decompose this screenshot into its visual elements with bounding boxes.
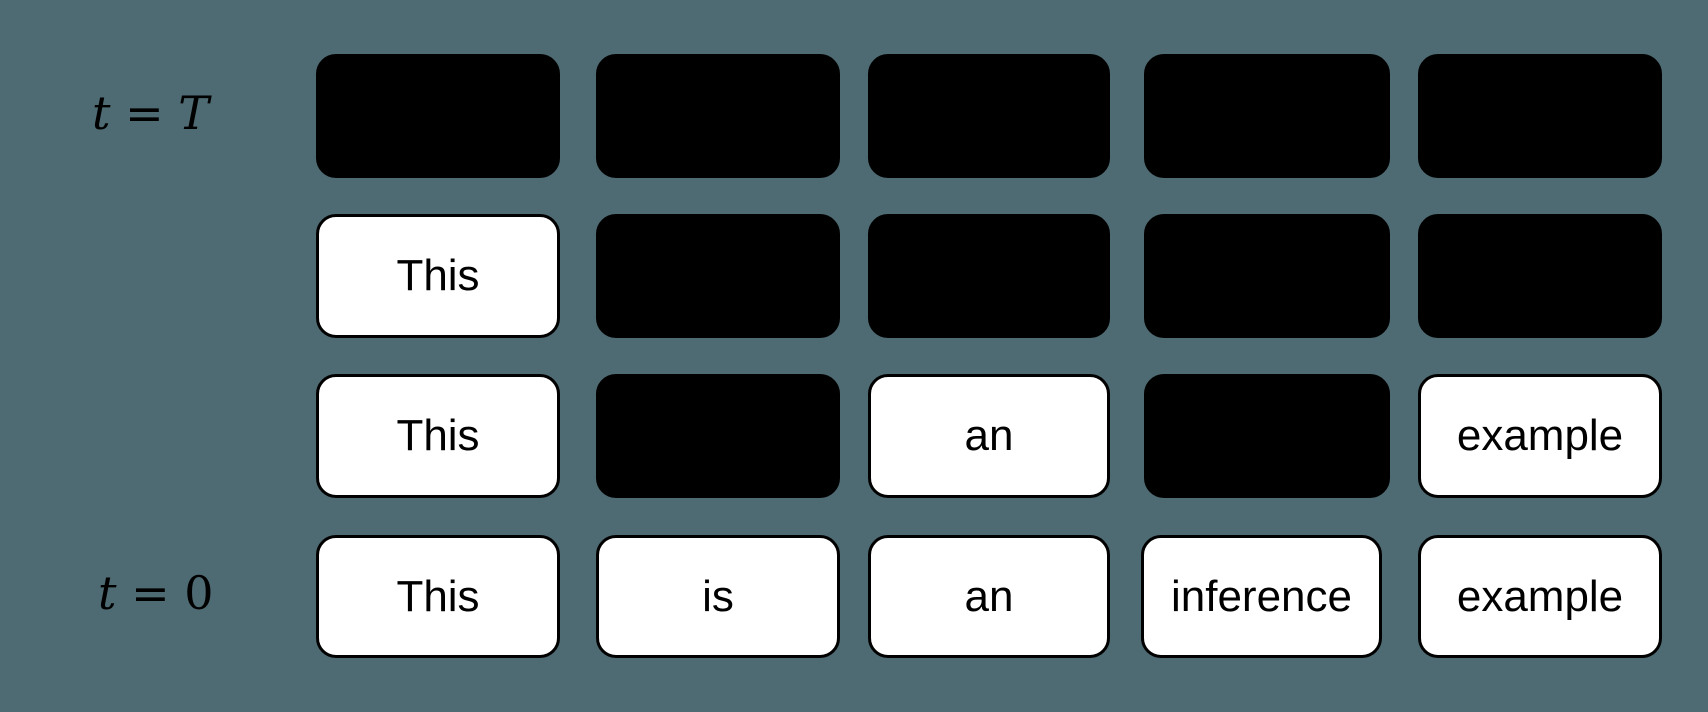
token-text: example [1456, 411, 1624, 460]
equals-sign: = [125, 86, 164, 140]
token-box: This [316, 374, 560, 498]
masked-token [1144, 374, 1390, 498]
token-text: This [396, 571, 480, 621]
masked-token [596, 54, 840, 178]
token-text: This [396, 251, 480, 300]
masked-token [868, 54, 1110, 178]
token-text: example [1456, 571, 1624, 621]
token-text: an [964, 411, 1014, 460]
token-box: inference [1141, 535, 1382, 658]
masked-token [596, 214, 840, 338]
masked-token [1144, 214, 1390, 338]
time-variable: t [92, 86, 111, 140]
token-text: is [702, 571, 734, 621]
token-box: example [1418, 535, 1662, 658]
step-label-bottom: t = 0 [98, 566, 214, 620]
token-text: an [964, 571, 1014, 621]
token-box: is [596, 535, 840, 658]
token-text: This [396, 411, 480, 460]
masked-token [1418, 54, 1662, 178]
equals-sign: = [131, 566, 170, 620]
token-box: an [868, 374, 1110, 498]
masked-token [316, 54, 560, 178]
masked-token [1144, 54, 1390, 178]
masked-token [1418, 214, 1662, 338]
token-box: an [868, 535, 1110, 658]
masked-token [868, 214, 1110, 338]
token-box: This [316, 214, 560, 338]
token-box: This [316, 535, 560, 658]
masked-token [596, 374, 840, 498]
time-value: 0 [184, 566, 214, 620]
token-box: example [1418, 374, 1662, 498]
step-label-top: t = T [92, 86, 209, 140]
token-text: inference [1170, 571, 1352, 621]
time-value: T [178, 86, 209, 140]
time-variable: t [98, 566, 117, 620]
